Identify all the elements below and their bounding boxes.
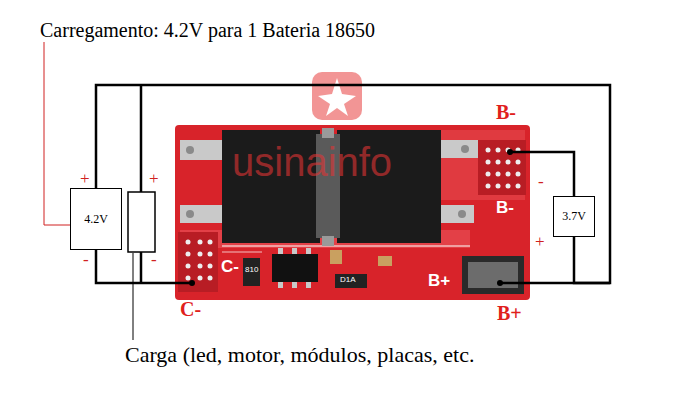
resistor xyxy=(243,258,260,286)
leader-line xyxy=(133,253,134,340)
mosfet-lead xyxy=(180,205,226,223)
load-symbol xyxy=(128,192,155,252)
component-value: 4.2V xyxy=(84,212,108,227)
polarity-sign: - xyxy=(538,173,544,192)
polarity-sign: - xyxy=(151,251,157,270)
caption: Carga (led, motor, módulos, placas, etc. xyxy=(125,343,474,367)
wires xyxy=(96,85,610,283)
icon-star xyxy=(318,78,356,116)
capacitor xyxy=(378,256,392,266)
wire xyxy=(510,152,574,196)
trace-line xyxy=(222,252,262,253)
part-code: 810 xyxy=(245,266,258,275)
solder-dot xyxy=(458,210,466,218)
wire xyxy=(140,252,143,283)
pcb-base xyxy=(175,125,530,300)
wire-line xyxy=(96,85,610,283)
polarity-sign: + xyxy=(535,233,545,252)
header-holes xyxy=(486,148,521,189)
solder-dot xyxy=(461,145,469,153)
trace-line xyxy=(222,245,470,247)
pad-name: B- xyxy=(496,199,514,218)
wire xyxy=(96,250,192,283)
wire-joint xyxy=(189,280,195,286)
capacitor xyxy=(330,250,342,264)
mosfet-lead xyxy=(438,205,474,223)
leader-line xyxy=(44,42,70,225)
solder-dot xyxy=(186,146,194,154)
wire xyxy=(96,85,610,283)
mosfet-lead xyxy=(322,128,334,138)
header-holes xyxy=(186,240,213,281)
wire-joint xyxy=(507,149,513,155)
title: Carregamento: 4.2V para 1 Bateria 18650 xyxy=(40,19,375,41)
pcb xyxy=(175,125,530,300)
header-pad xyxy=(478,140,526,195)
component-value: 3.7V xyxy=(562,209,586,224)
battery-pad xyxy=(462,256,524,294)
wire xyxy=(140,85,143,192)
solder-dot xyxy=(186,210,194,218)
pad-name: B- xyxy=(496,101,516,123)
pad-name: C- xyxy=(180,298,201,320)
ic-chip xyxy=(272,254,318,282)
polarity-sign: + xyxy=(80,170,90,189)
pad-name: B+ xyxy=(497,302,522,324)
wire-joint xyxy=(497,280,503,286)
mosfet-lead xyxy=(322,236,334,246)
pad-name: B+ xyxy=(428,272,450,291)
pad-name: C- xyxy=(221,258,239,277)
component-box: 4.2V xyxy=(70,188,122,250)
ic-legs xyxy=(278,248,311,288)
polarity-sign: + xyxy=(149,170,159,189)
mosfet-lead xyxy=(180,140,226,160)
watermark-icon xyxy=(312,72,362,120)
component-box: 3.7V xyxy=(553,196,595,237)
icon-shape xyxy=(312,72,362,120)
polarity-sign: - xyxy=(83,251,89,270)
part-code: D1A xyxy=(340,276,356,285)
diode xyxy=(335,274,367,288)
mosfet-lead xyxy=(438,140,478,158)
watermark: usinainfo xyxy=(232,140,392,184)
